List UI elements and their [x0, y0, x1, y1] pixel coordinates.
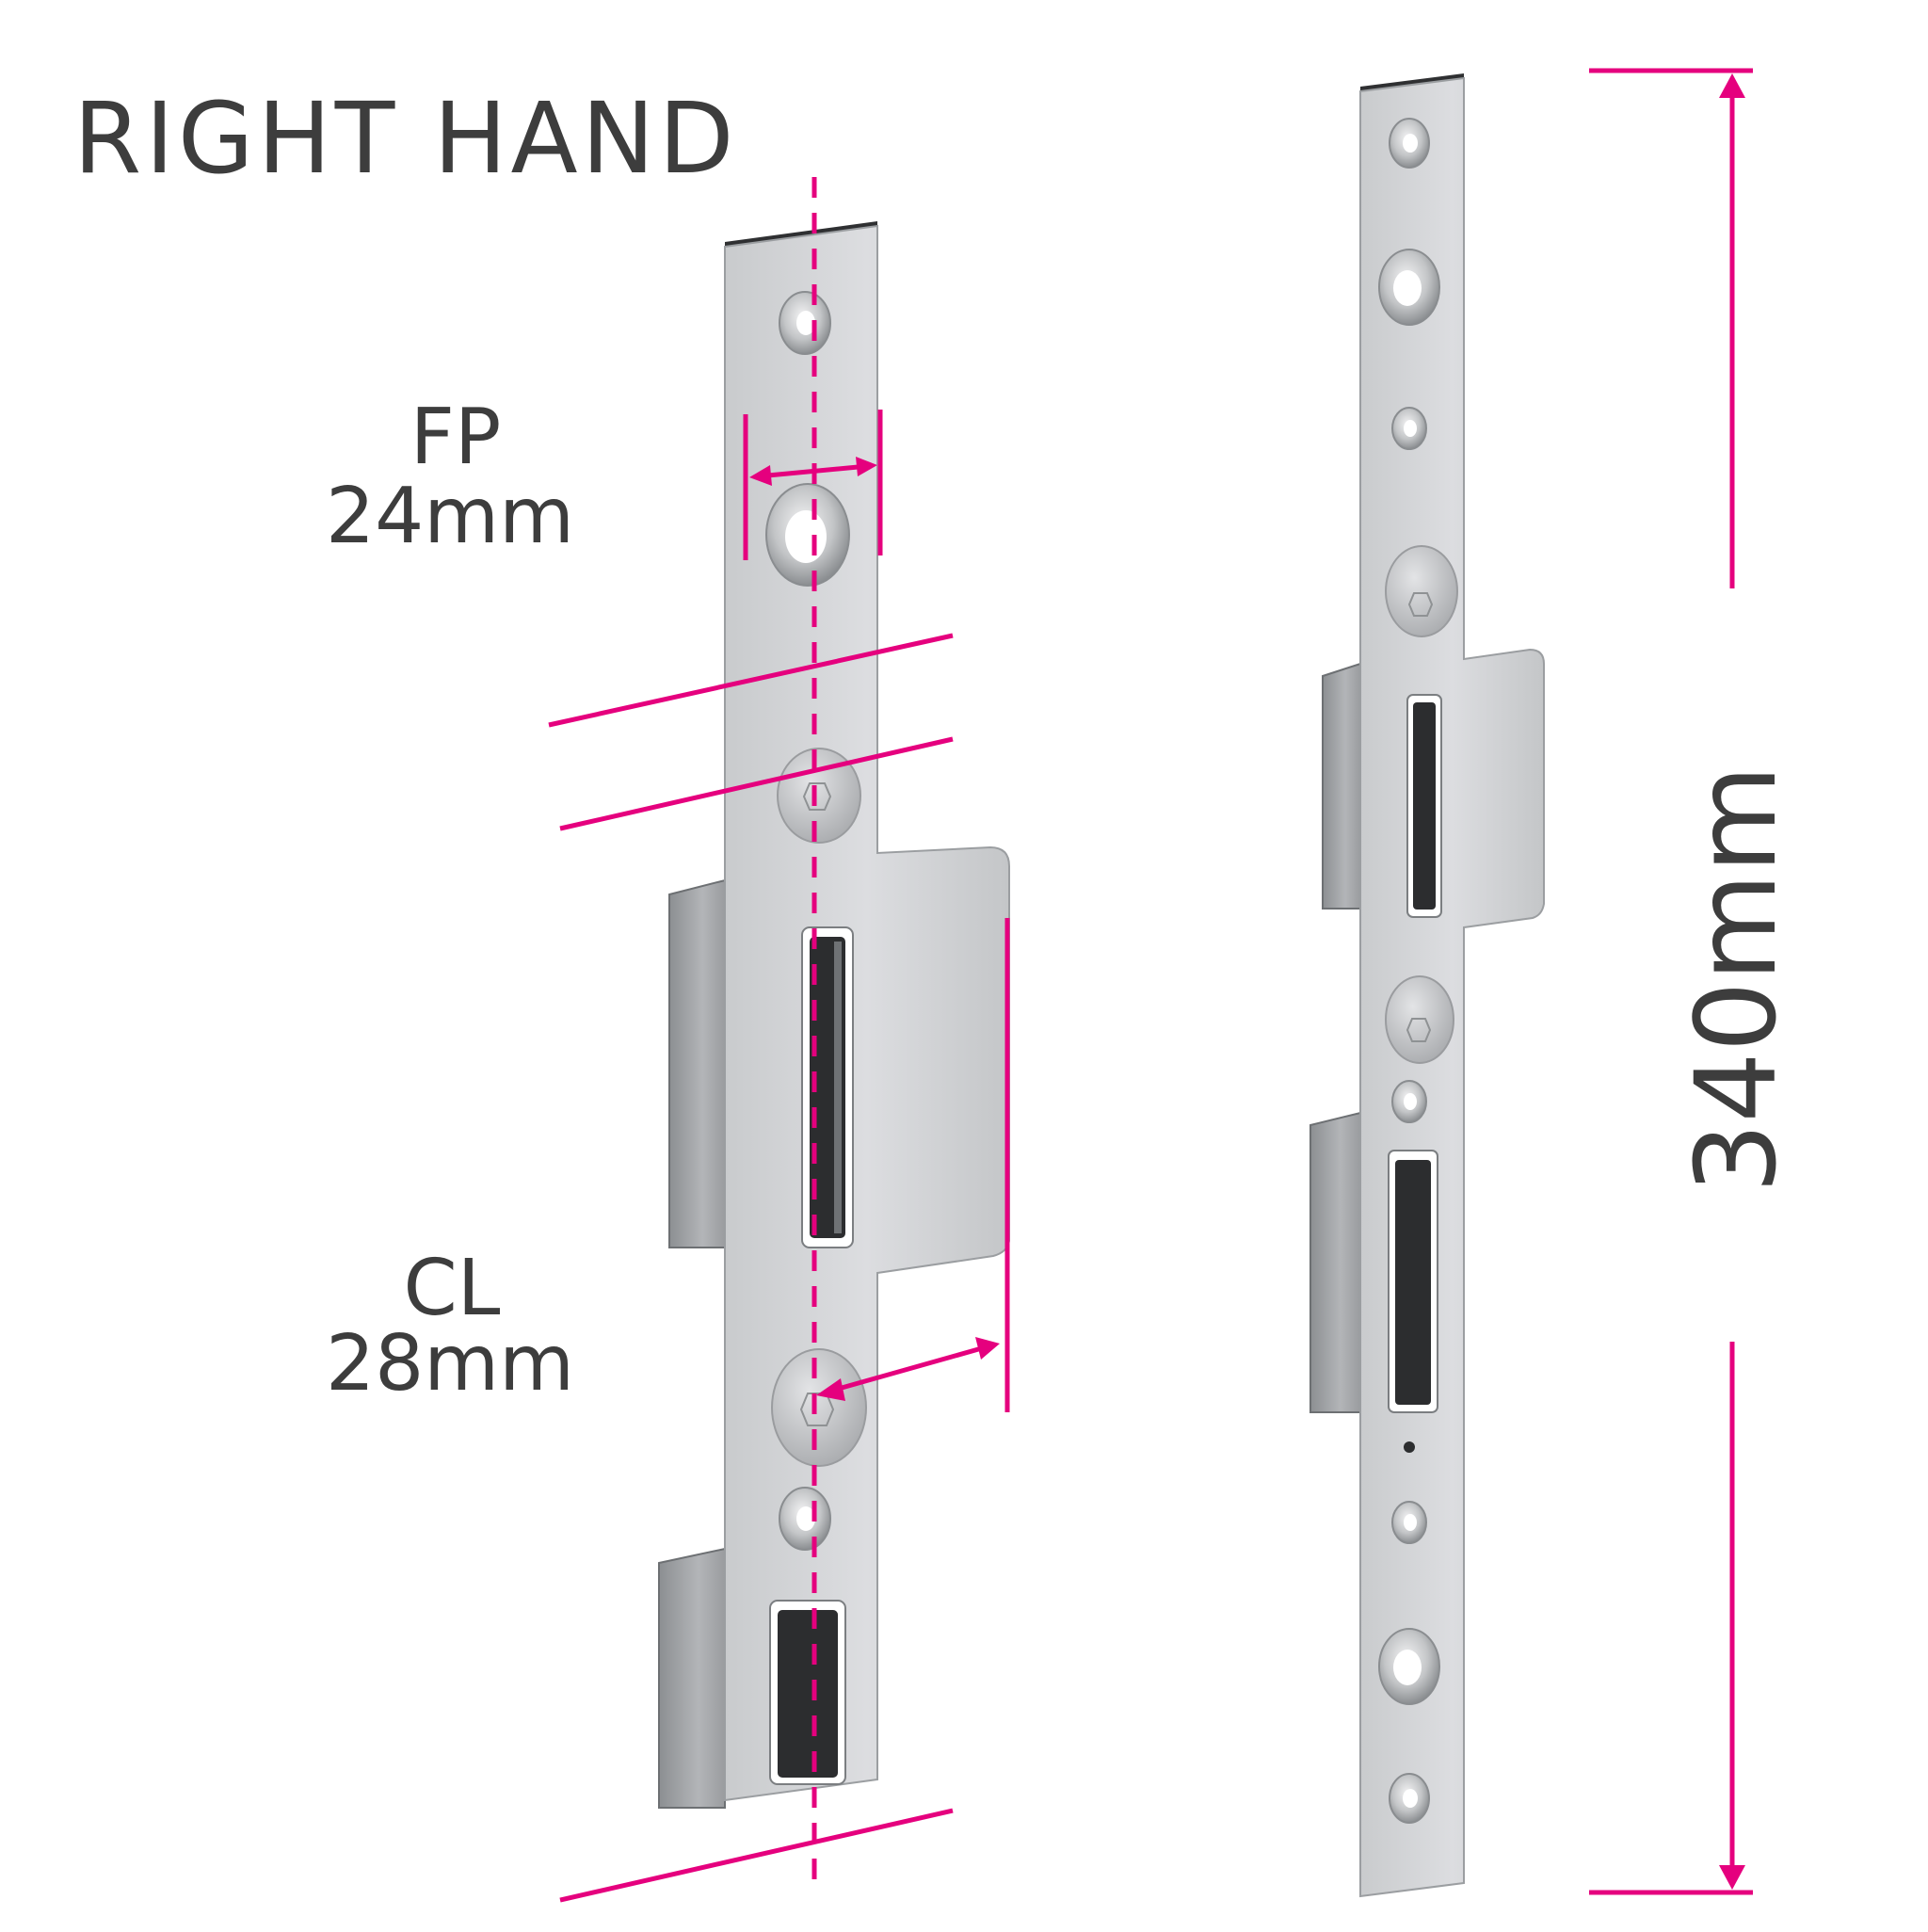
screw-head-icon — [1385, 545, 1458, 637]
fp-arrow-line — [757, 463, 869, 479]
right-strike-plate — [1309, 73, 1545, 1898]
countersunk-hole-icon — [779, 1487, 831, 1551]
diagram-title: RIGHT HAND — [73, 81, 738, 196]
cl-label: CL — [404, 1244, 501, 1333]
countersunk-hole-icon — [1378, 249, 1440, 326]
bolt-slot — [769, 1600, 846, 1785]
arrowhead-icon — [856, 457, 877, 476]
break-line — [559, 736, 954, 831]
arrowhead-icon — [1719, 1865, 1745, 1890]
countersunk-hole-icon — [1391, 1080, 1427, 1123]
cl-value: 28mm — [326, 1319, 574, 1409]
countersunk-hole-icon — [1378, 1628, 1440, 1705]
arrowhead-icon — [816, 1378, 845, 1401]
arrowhead-icon — [975, 1337, 1000, 1360]
break-line — [548, 633, 954, 728]
latch-slot — [1406, 694, 1442, 918]
countersunk-hole-icon — [779, 291, 831, 355]
pin-hole — [1404, 1441, 1415, 1453]
cl-arrow-line — [827, 1344, 989, 1394]
fp-label: FP — [410, 393, 502, 482]
countersunk-hole-icon — [1389, 118, 1430, 169]
countersunk-hole-icon — [1389, 1773, 1430, 1824]
screw-head-icon — [1385, 975, 1454, 1064]
fp-value: 24mm — [326, 472, 574, 561]
countersunk-hole-icon — [1391, 1501, 1427, 1544]
screw-head-icon — [771, 1348, 867, 1467]
arrowhead-icon — [749, 465, 772, 486]
arrowheads — [749, 73, 1745, 1890]
arrowhead-icon — [1719, 73, 1745, 98]
dimension-lines — [548, 68, 1753, 1903]
left-strike-plate — [658, 221, 1010, 1809]
dimension-labels: FP 24mm CL 28mm 340mm — [326, 393, 1801, 1409]
latch-slot — [801, 926, 854, 1248]
bolt-slot — [1388, 1150, 1438, 1413]
break-line — [559, 1808, 954, 1903]
countersunk-hole-icon — [765, 483, 850, 587]
length-value: 340mm — [1671, 765, 1801, 1193]
countersunk-hole-icon — [1391, 407, 1427, 450]
